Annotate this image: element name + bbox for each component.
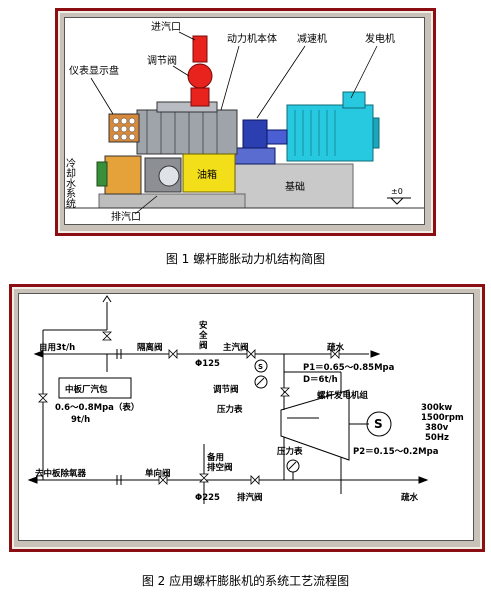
- inlet-label: 进汽口: [151, 20, 181, 33]
- unit-label: 螺杆发电机组: [317, 390, 369, 401]
- generator-s-icon: S: [374, 417, 383, 431]
- valve-label: 调节阀: [147, 54, 177, 67]
- boiler-box: [58, 377, 132, 399]
- foundation: [234, 163, 354, 209]
- oil-tank-label: 油箱: [197, 168, 217, 181]
- p2-label: P2＝0.15～0.2Mpa: [353, 447, 439, 457]
- drain-valve-icon: [330, 349, 340, 359]
- d125-label: Φ125: [195, 359, 220, 369]
- pressure-gauge-icon: [254, 375, 268, 389]
- pressure-gauge2-icon: [286, 459, 300, 473]
- control-valve-gauge-icon: [254, 359, 268, 373]
- generator-label: 发电机: [365, 32, 395, 45]
- standby-valve-icon: [199, 473, 209, 483]
- main-valve-label: 主汽阀: [223, 342, 249, 353]
- standby-valve-label2: 排空阀: [207, 462, 233, 473]
- engine-body: [136, 109, 238, 155]
- gen-freq: 50Hz: [425, 433, 449, 443]
- safety-valve-label-1: 安: [199, 320, 208, 331]
- cooling-system: [104, 155, 142, 195]
- pressure-gauge2-label: 压力表: [277, 446, 303, 457]
- screw-expander-symbol: [280, 389, 350, 461]
- d225-label: Φ225: [195, 493, 220, 503]
- sparse-water-top: 疏水: [327, 342, 345, 353]
- svg-text:S: S: [258, 363, 263, 371]
- level-label: ±0: [391, 187, 403, 196]
- left-valve-icon: [38, 393, 48, 403]
- isolation-valve-label: 隔离阀: [137, 342, 163, 353]
- engine-structure-diagram: 基础 ±0 发电机 减速机 动力机本体 进汽口 调节阀 仪表显示盘: [64, 20, 424, 223]
- pressure-gauge1-label: 压力表: [217, 404, 243, 415]
- generator-symbol: [366, 411, 392, 437]
- main-valve-icon: [246, 349, 256, 359]
- exhaust-valve-label: 排汽阀: [237, 492, 263, 503]
- gen-power: 300kw: [421, 403, 452, 413]
- figure2-caption: 图 2 应用螺杆膨胀机的系统工艺流程图: [141, 574, 350, 588]
- valve-symbols: [38, 331, 340, 485]
- boiler-label: 中板厂汽包: [65, 384, 108, 395]
- instrument-panel-label: 仪表显示盘: [69, 64, 119, 77]
- boiler-pressure: 0.6～0.8Mpa（表）: [55, 402, 139, 413]
- ground-base: [98, 193, 246, 209]
- p1-label: P1＝0.65～0.85Mpa: [303, 363, 395, 373]
- isolation-valve-icon: [168, 349, 178, 359]
- check-valve-label: 单向阀: [145, 468, 171, 479]
- exhaust-label: 排汽口: [111, 210, 141, 223]
- figure1-caption: 图 1 螺杆膨胀动力机结构简图: [165, 252, 326, 266]
- exhaust-valve-icon: [250, 475, 260, 485]
- standby-valve-label: 备用: [206, 452, 224, 463]
- deaerator-label: 去中板除氧器: [35, 468, 87, 479]
- self-use-label: 自用3t/h: [39, 342, 75, 353]
- boiler-flow: 9t/h: [71, 415, 90, 425]
- control-valve-label: 调节阀: [213, 384, 239, 395]
- figure1-canvas: 基础 ±0 发电机 减速机 动力机本体 进汽口 调节阀 仪表显示盘: [64, 17, 425, 225]
- reducer-label: 减速机: [297, 32, 327, 45]
- generator-body: [286, 104, 374, 162]
- control-valve: [187, 63, 213, 89]
- safety-valve-icon: [102, 331, 112, 341]
- level-marker-icon: [389, 197, 405, 205]
- gen-rpm: 1500rpm: [421, 413, 464, 423]
- process-flow-diagram: S S 中板厂汽包 0.6～0.8Mpa（表） 9t/h 自用3t/h 隔离阀 …: [27, 295, 464, 504]
- d-flow-label: D＝6t/h: [303, 375, 338, 385]
- check-valve-icon: [158, 475, 168, 485]
- engine-body-label: 动力机本体: [227, 32, 277, 45]
- safety-valve-label-2: 全: [198, 330, 208, 341]
- gen-volt: 380v: [425, 423, 449, 433]
- sparse-water-bottom: 疏水: [401, 492, 419, 503]
- foundation-label: 基础: [285, 180, 305, 193]
- cooling-label: 冷却水系统: [65, 157, 76, 208]
- generator-terminal-box: [342, 91, 366, 109]
- inlet-pipe: [192, 35, 208, 63]
- control-valve-icon: [280, 387, 290, 397]
- figure2-canvas: S S 中板厂汽包 0.6～0.8Mpa（表） 9t/h 自用3t/h 隔离阀 …: [18, 293, 474, 541]
- oil-tank: [182, 153, 236, 193]
- safety-valve-label-3: 阀: [199, 340, 208, 351]
